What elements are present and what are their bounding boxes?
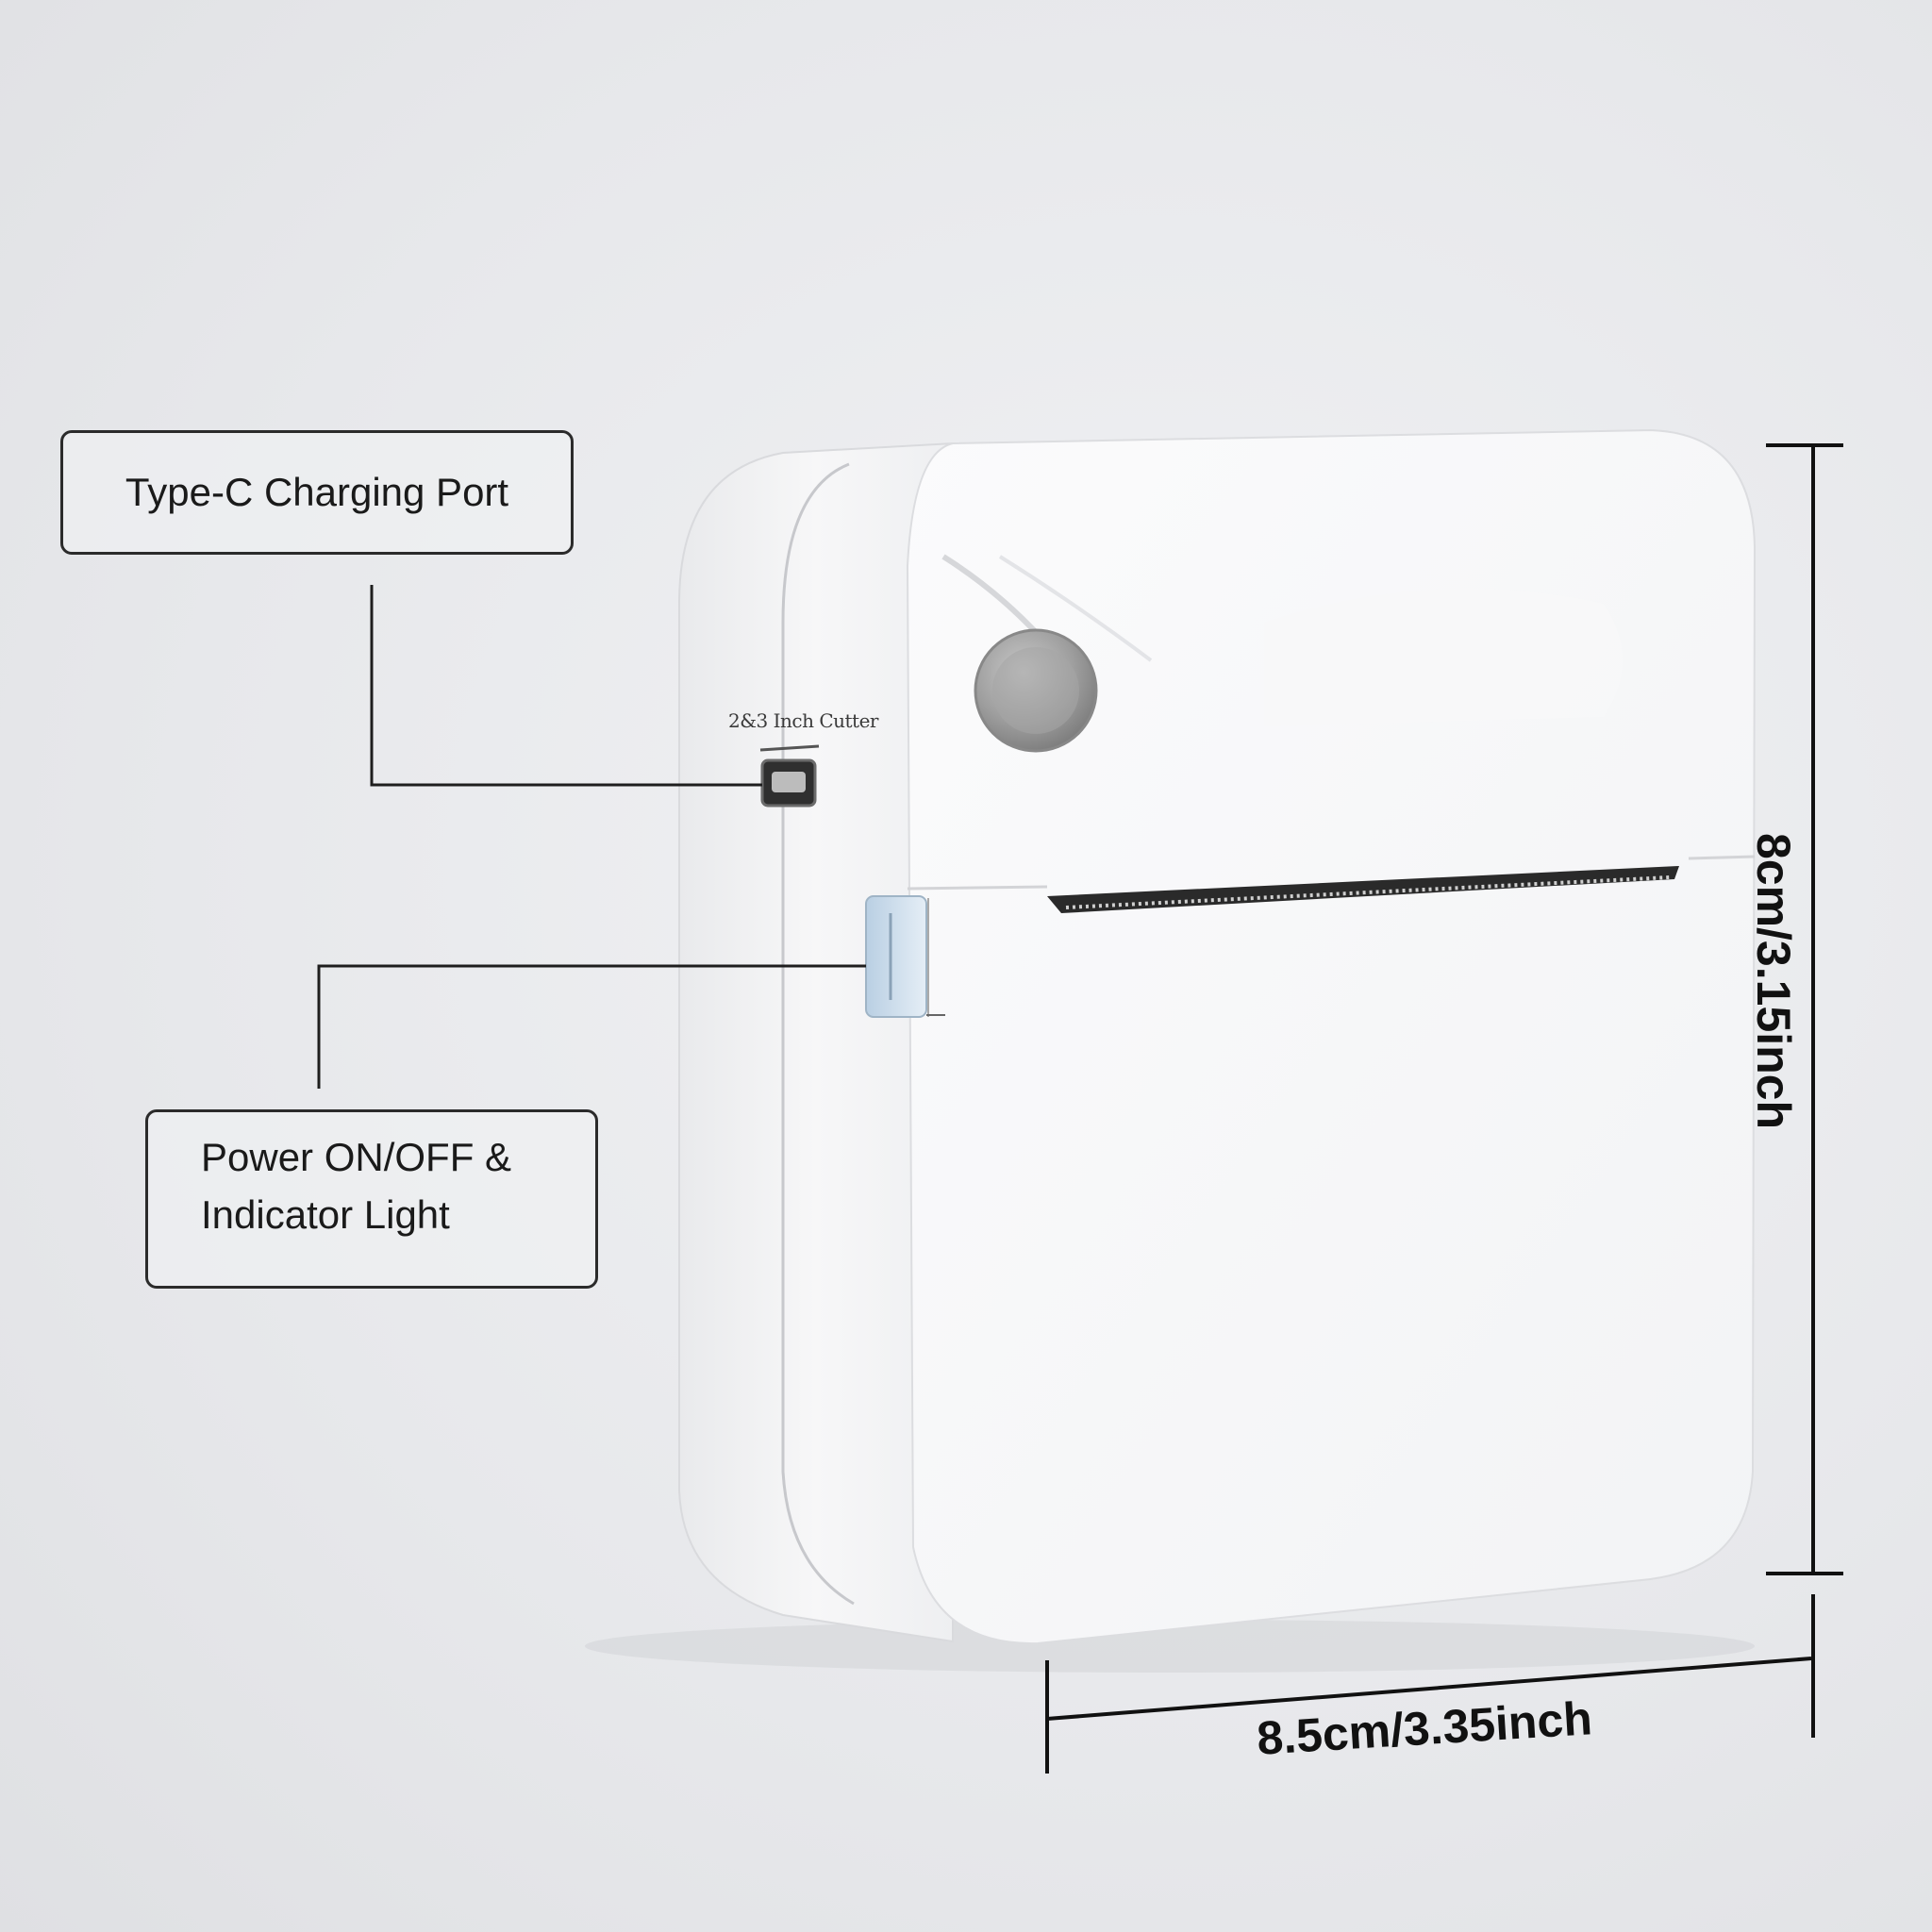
- power-callout: Power ON/OFF & Indicator Light: [145, 1109, 598, 1289]
- height-dimension-label: 8cm/3.15inch: [1747, 832, 1800, 1130]
- front-lip: [907, 855, 1756, 891]
- power-leader-line: [317, 964, 866, 1089]
- usb-c-marker: [759, 744, 820, 752]
- power-label-line2: Indicator Light: [201, 1191, 450, 1237]
- usb-c-port-inner: [772, 772, 806, 792]
- port-leader-line: [370, 585, 762, 787]
- printer-front-panel: [906, 428, 1757, 1645]
- device-side-label: 2&3 Inch Cutter: [728, 709, 878, 732]
- paper-slot-teeth: [1065, 875, 1671, 909]
- side-seam: [781, 462, 855, 1606]
- power-label-line1: Power ON/OFF &: [201, 1135, 512, 1179]
- lid-highlight: [1264, 589, 1623, 726]
- charging-port-callout: Type-C Charging Port: [60, 430, 574, 555]
- lid-ridge-upper: [998, 555, 1153, 662]
- power-switch[interactable]: [865, 895, 927, 1018]
- printer-side-panel: [678, 441, 954, 1643]
- width-dimension-line: [1046, 1657, 1812, 1721]
- feed-button-inner: [992, 647, 1079, 734]
- charging-port-label: Type-C Charging Port: [125, 469, 509, 514]
- floor-shadow: [585, 1620, 1755, 1673]
